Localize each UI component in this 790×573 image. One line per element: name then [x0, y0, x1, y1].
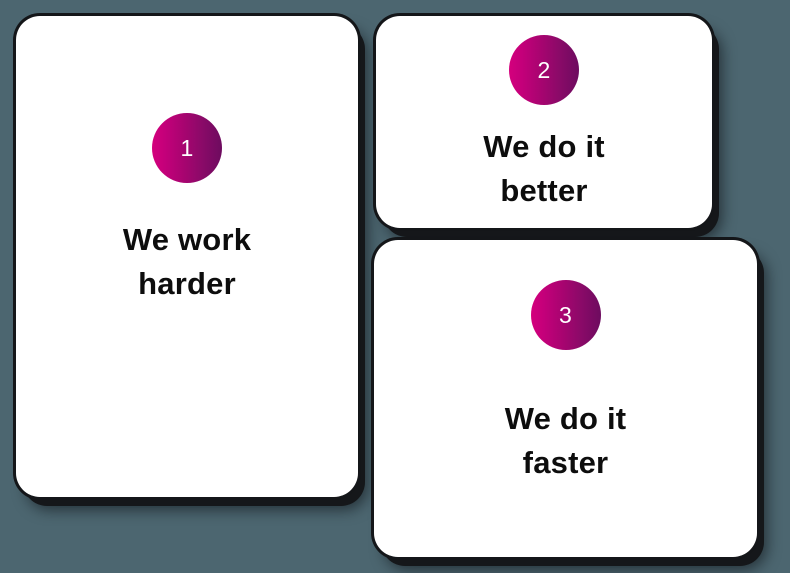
card-title: We do it faster	[504, 401, 627, 481]
card-title: We work harder	[122, 222, 252, 302]
feature-card-3[interactable]: 3 We do it faster	[374, 240, 757, 557]
step-badge-3: 3	[530, 280, 601, 350]
card-title: We do it better	[483, 129, 605, 209]
feature-card-2[interactable]: 2 We do it better	[376, 16, 712, 228]
step-badge-number: 2	[537, 56, 551, 83]
step-badge-number: 1	[180, 134, 194, 161]
step-badge-2: 2	[509, 35, 579, 105]
step-badge-number: 3	[558, 301, 573, 328]
feature-card-1[interactable]: 1 We work harder	[16, 16, 358, 497]
step-badge-1: 1	[152, 113, 222, 183]
